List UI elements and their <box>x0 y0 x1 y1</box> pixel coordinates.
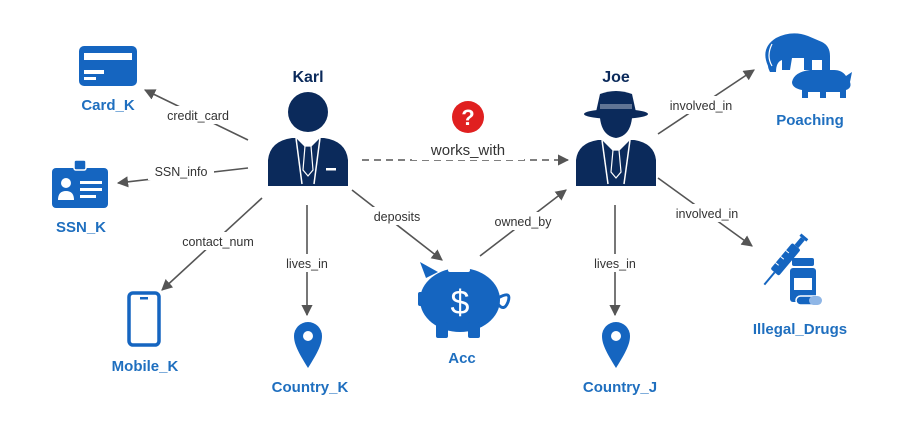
edge-label-works-with: works_with <box>430 142 505 159</box>
syringe-pills-icon <box>763 233 823 306</box>
edge-label-contact-num: contact_num <box>182 235 254 249</box>
businessman-icon <box>268 92 348 186</box>
edge-label-owned-by: owned_by <box>495 215 553 229</box>
node-illegal-drugs: Illegal_Drugs <box>753 233 847 338</box>
node-label-illegal-drugs: Illegal_Drugs <box>753 321 847 338</box>
node-country-j: Country_J <box>583 322 657 396</box>
person-label-karl: Karl <box>292 69 323 86</box>
node-label-country-k: Country_K <box>272 379 349 396</box>
question-mark-glyph: ? <box>461 105 474 130</box>
location-pin-icon <box>294 322 322 368</box>
edge-label-lives-in-j: lives_in <box>594 257 636 271</box>
edge-label-deposits: deposits <box>374 210 421 224</box>
mobile-phone-icon <box>127 291 161 347</box>
gangster-icon <box>576 91 656 186</box>
node-label-poaching: Poaching <box>776 112 844 129</box>
edge-label-ssn-info: SSN_info <box>155 165 208 179</box>
edge-label-lives-in-k: lives_in <box>286 257 328 271</box>
person-joe: Joe <box>576 69 656 186</box>
node-label-mobile-k: Mobile_K <box>112 358 179 375</box>
dollar-sign-icon: $ <box>451 284 470 322</box>
node-label-card-k: Card_K <box>81 97 135 114</box>
credit-card-icon <box>79 46 137 86</box>
node-label-ssn-k: SSN_K <box>56 219 106 236</box>
location-pin-icon <box>602 322 630 368</box>
node-acc: $ Acc <box>418 262 511 367</box>
edge-label-credit-card: credit_card <box>167 109 229 123</box>
node-ssn-k: SSN_K <box>52 159 108 236</box>
question-mark-icon: ? <box>452 101 484 133</box>
node-country-k: Country_K <box>272 322 349 396</box>
edge-label-involved-in-drugs: involved_in <box>676 207 739 221</box>
person-label-joe: Joe <box>602 69 630 86</box>
node-label-country-j: Country_J <box>583 379 657 396</box>
id-badge-icon <box>52 159 108 208</box>
edge-label-involved-in-poaching: involved_in <box>670 99 733 113</box>
node-poaching: Poaching <box>765 33 852 129</box>
node-mobile-k: Mobile_K <box>112 291 179 375</box>
elephant-rhino-icon <box>765 33 852 98</box>
person-karl: Karl <box>268 69 348 186</box>
piggy-bank-icon: $ <box>418 262 511 338</box>
node-label-acc: Acc <box>448 350 476 367</box>
node-card-k: Card_K <box>79 46 137 114</box>
edge-labels: credit_card SSN_info contact_num lives_i… <box>148 96 748 272</box>
